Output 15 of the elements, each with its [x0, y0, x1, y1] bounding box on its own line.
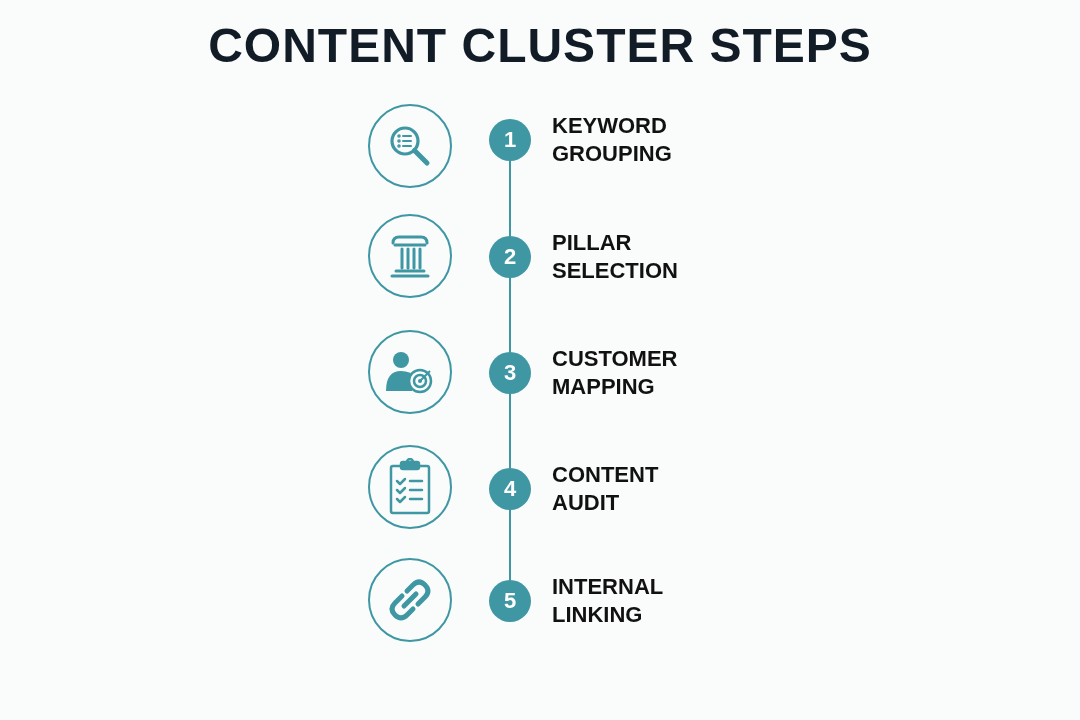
step-number-circle: 3: [489, 352, 531, 394]
step-label: PILLAR SELECTION: [552, 229, 679, 285]
connector-line: [509, 393, 511, 469]
connector-line: [509, 509, 511, 581]
title: CONTENT CLUSTER STEPS: [208, 18, 872, 73]
step-label: INTERNAL LINKING: [552, 573, 664, 629]
step-number-circle: 2: [489, 236, 531, 278]
connector-line: [509, 277, 511, 353]
step-number-circle: 5: [489, 580, 531, 622]
step-number-circle: 4: [489, 468, 531, 510]
step-label: CUSTOMER MAPPING: [552, 345, 679, 401]
step-label: CONTENT AUDIT: [552, 461, 660, 517]
step-label: KEYWORD GROUPING: [552, 112, 673, 168]
connector-line: [509, 160, 511, 237]
step-number-circle: 1: [489, 119, 531, 161]
